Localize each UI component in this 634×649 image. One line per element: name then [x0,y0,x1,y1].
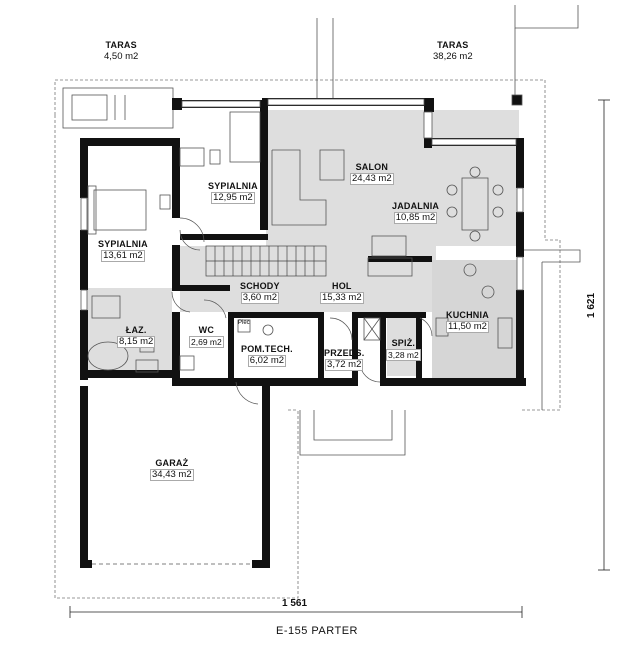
room-name: TARAS [437,40,469,50]
plan-title: E-155 PARTER [275,625,358,637]
room-area: 3,60 m2 [240,292,280,304]
terrace-outlines [54,79,561,599]
room-area: 24,43 m2 [350,173,394,185]
room-name: JADALNIA [392,201,440,211]
room-name: POM.TECH. [241,344,293,354]
label-taras-left: TARAS 4,50 m2 [103,40,139,62]
room-name: TARAS [105,40,137,50]
room-area: 3,28 m2 [386,349,421,361]
label-sypialnia-1: SYPIALNIA 12,95 m2 [208,181,258,204]
label-przeds: PRZEDS. 3,72 m2 [324,348,364,371]
label-kuchnia: KUCHNIA 11,50 m2 [446,310,489,333]
pergola [299,5,581,456]
room-name: SYPIALNIA [208,181,258,191]
stairs [205,245,327,277]
room-area: 13,61 m2 [101,250,145,262]
room-name: SPIŻ. [391,338,416,348]
room-name: KUCHNIA [446,310,489,320]
room-name: SYPIALNIA [98,239,148,249]
piec-text: Piec [238,320,250,326]
room-area: 38,26 m2 [433,51,473,62]
label-hol: HOL 15,33 m2 [320,281,364,304]
room-name: WC [198,325,215,335]
label-garaz: GARAŻ 34,43 m2 [150,458,194,481]
taras-bench [62,87,174,129]
room-name: SCHODY [240,281,280,291]
room-area: 6,02 m2 [247,355,287,367]
label-schody: SCHODY 3,60 m2 [240,281,280,304]
label-salon: SALON 24,43 m2 [350,162,394,185]
room-area: 34,43 m2 [150,469,194,481]
room-area: 15,33 m2 [320,292,364,304]
dimension-width: 1 561 [282,598,308,609]
label-laz: ŁAZ. 8,15 m2 [117,325,156,348]
room-area: 10,85 m2 [393,212,438,224]
room-name: HOL [332,281,352,291]
label-wc: WC 2,69 m2 [189,325,224,348]
label-sypialnia-2: SYPIALNIA 13,61 m2 [98,239,148,262]
label-pom-tech: POM.TECH. 6,02 m2 [241,344,293,367]
room-area: 3,72 m2 [325,359,364,371]
dimension-height: 1 621 [586,292,597,318]
label-piec: Piec [238,318,250,329]
label-spiz: SPIŻ. 3,28 m2 [386,338,421,361]
windows [80,98,524,311]
furniture [87,111,513,373]
label-taras-right: TARAS 38,26 m2 [432,40,474,62]
room-area: 4,50 m2 [104,51,139,62]
room-area: 8,15 m2 [117,336,156,348]
room-area: 11,50 m2 [446,321,489,333]
room-area: 12,95 m2 [211,192,255,204]
room-area: 2,69 m2 [189,336,224,348]
room-name: ŁAZ. [125,325,147,335]
room-name: GARAŻ [155,458,189,468]
room-name: SALON [355,162,389,172]
dimension-lines [69,99,610,618]
label-jadalnia: JADALNIA 10,85 m2 [392,201,439,224]
room-name: PRZEDS. [324,348,365,358]
